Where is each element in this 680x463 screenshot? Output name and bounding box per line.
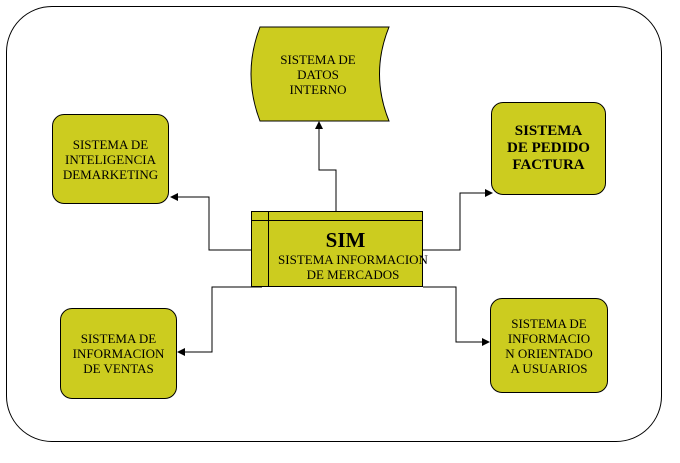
sim-subtitle-line-2: DE MERCADOS bbox=[306, 267, 400, 282]
node-usuarios-line-2: INFORMACIO bbox=[507, 330, 591, 346]
node-informacion-ventas: SISTEMA DE INFORMACION DE VENTAS bbox=[60, 308, 177, 399]
node-usuarios-line-4: A USUARIOS bbox=[510, 360, 588, 376]
node-inteligencia-line-2: INTELIGENCIA bbox=[65, 151, 156, 167]
node-datos-interno: SISTEMA DE DATOS INTERNO bbox=[246, 26, 390, 122]
sim-subtitle: SISTEMA INFORMACION DE MERCADOS bbox=[266, 252, 440, 282]
node-pedido-line-3: FACTURA bbox=[512, 157, 585, 173]
sim-subtitle-line-1: SISTEMA INFORMACION bbox=[278, 252, 428, 267]
connector-to-informacion-ventas bbox=[177, 286, 262, 356]
node-usuarios-line-3: N ORIENTADO bbox=[505, 345, 593, 361]
sim-left-band bbox=[252, 212, 269, 286]
connector-to-orientado-usuarios bbox=[423, 286, 490, 346]
stored-data-shape bbox=[250, 26, 390, 122]
connector-to-inteligencia-marketing bbox=[170, 193, 251, 251]
node-inteligencia-marketing: SISTEMA DE INTELIGENCIA DEMARKETING bbox=[52, 114, 169, 204]
connector-to-pedido-factura bbox=[423, 189, 493, 251]
node-orientado-usuarios: SISTEMA DE INFORMACIO N ORIENTADO A USUA… bbox=[490, 298, 608, 393]
node-pedido-line-1: SISTEMA bbox=[514, 123, 583, 139]
node-ventas-line-1: SISTEMA DE bbox=[80, 331, 157, 346]
node-pedido-line-2: DE PEDIDO bbox=[507, 140, 590, 156]
node-inteligencia-line-1: SISTEMA DE bbox=[72, 136, 149, 152]
node-datos-line-2: DATOS bbox=[297, 66, 339, 82]
node-datos-line-1: SISTEMA DE bbox=[280, 51, 356, 67]
node-ventas-line-3: DE VENTAS bbox=[83, 361, 154, 376]
sim-title: SIM bbox=[325, 228, 366, 252]
node-pedido-factura: SISTEMA DE PEDIDO FACTURA bbox=[491, 102, 606, 195]
node-inteligencia-line-3: DEMARKETING bbox=[62, 166, 159, 182]
node-sim-center: SIM SISTEMA INFORMACION DE MERCADOS bbox=[251, 211, 428, 287]
node-usuarios-line-1: SISTEMA DE bbox=[511, 315, 587, 331]
node-datos-line-3: INTERNO bbox=[289, 81, 347, 97]
sim-top-band bbox=[252, 212, 422, 221]
connector-to-datos-interno bbox=[315, 121, 337, 211]
node-ventas-line-2: INFORMACION bbox=[72, 346, 165, 361]
